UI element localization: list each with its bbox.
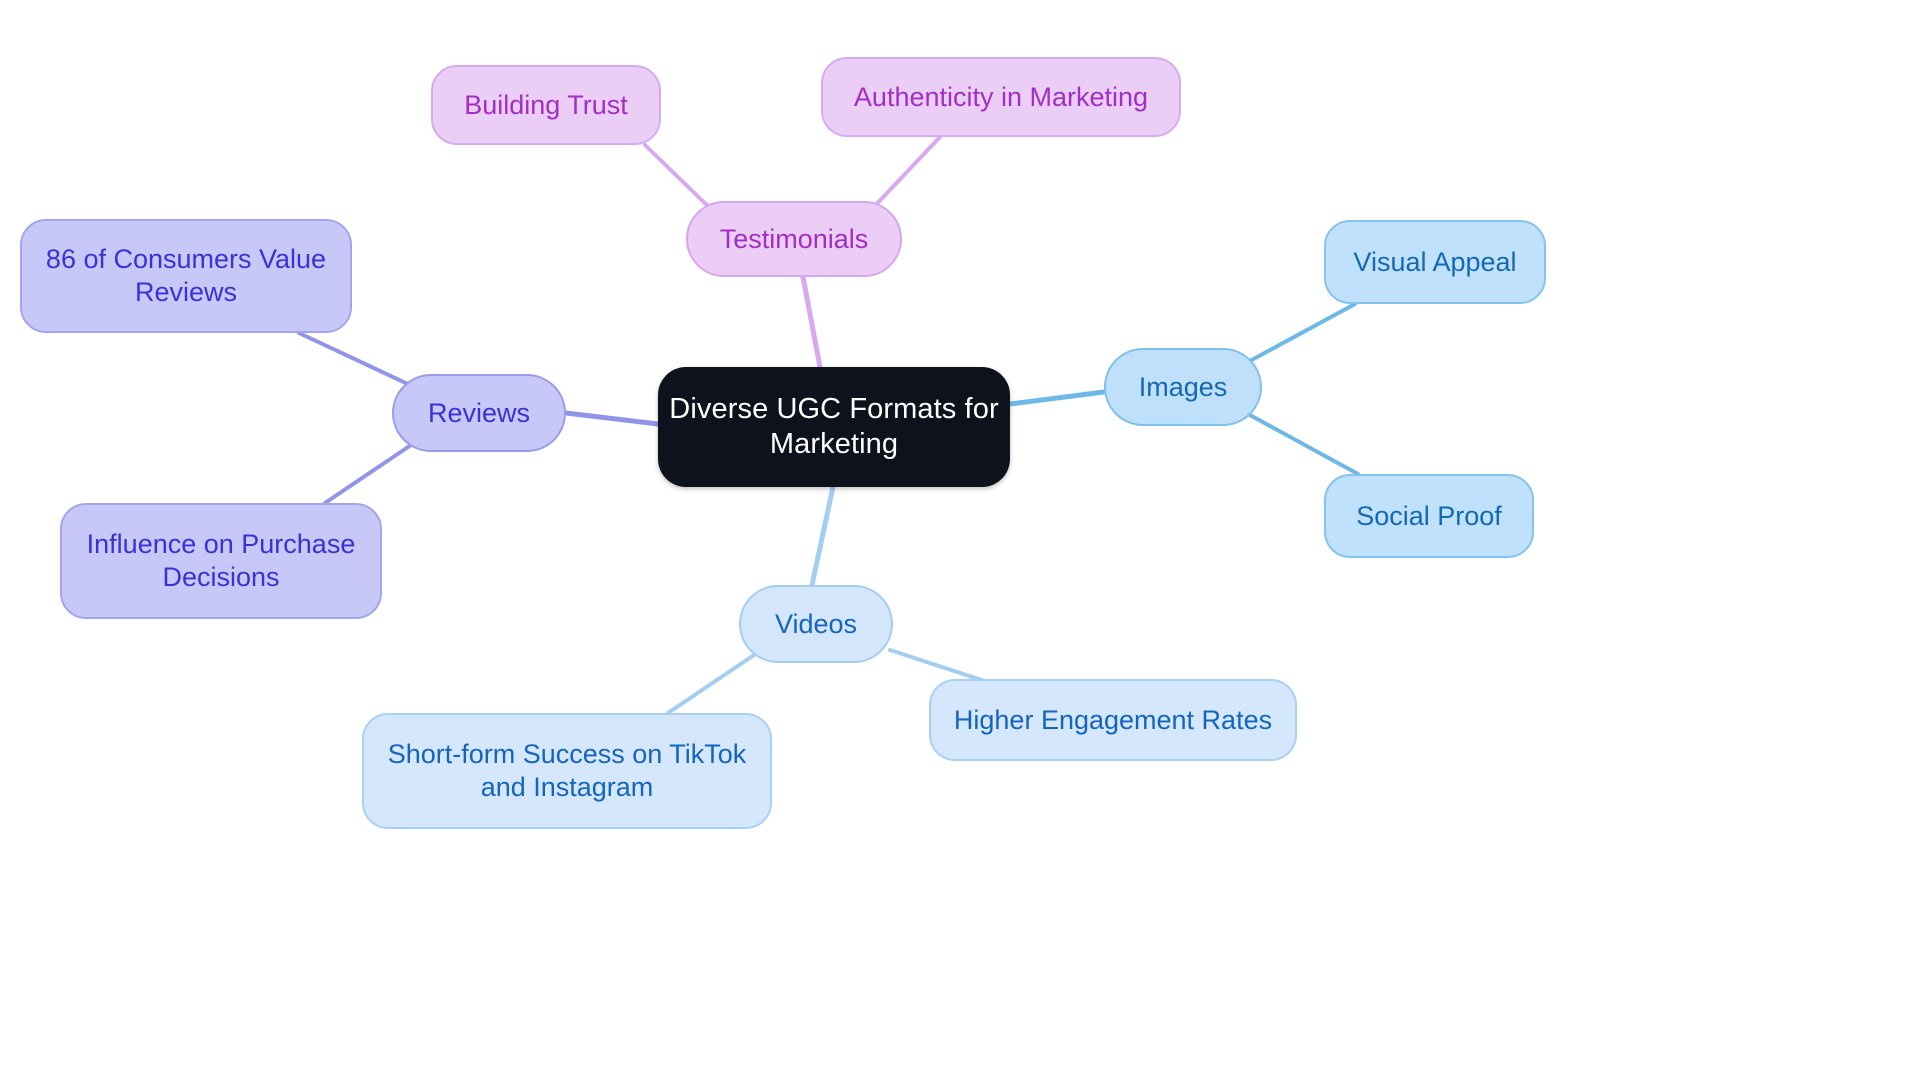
leaf-node-influence-purchase-decisions-label: Influence on Purchase Decisions [86, 529, 356, 592]
leaf-node-social-proof-label: Social Proof [1356, 500, 1502, 531]
leaf-node-social-proof[interactable]: Social Proof [1324, 474, 1534, 558]
leaf-node-authenticity-in-marketing[interactable]: Authenticity in Marketing [821, 57, 1181, 137]
leaf-node-building-trust[interactable]: Building Trust [431, 65, 661, 145]
branch-node-testimonials[interactable]: Testimonials [686, 201, 902, 277]
branch-node-images[interactable]: Images [1104, 348, 1262, 426]
leaf-node-visual-appeal[interactable]: Visual Appeal [1324, 220, 1546, 304]
root-node-diverse-ugc-formats[interactable]: Diverse UGC Formats for Marketing [658, 367, 1010, 487]
root-node-label: Diverse UGC Formats for Marketing [669, 392, 999, 460]
edge-test-authenticity [868, 135, 942, 213]
edge-root-testimonials [800, 274, 823, 370]
edge-root-videos [809, 484, 836, 588]
edge-root-reviews [563, 410, 661, 427]
leaf-node-short-form-success-label: Short-form Success on TikTok and Instagr… [387, 739, 747, 802]
branch-node-videos-label: Videos [774, 608, 858, 639]
edge-root-images [1007, 389, 1107, 407]
leaf-node-consumers-value-reviews-label: 86 of Consumers Value Reviews [45, 244, 327, 307]
edge-reviews-influence [323, 441, 416, 505]
branch-node-reviews[interactable]: Reviews [392, 374, 566, 452]
edge-images-visual [1246, 302, 1357, 364]
leaf-node-short-form-success[interactable]: Short-form Success on TikTok and Instagr… [362, 713, 772, 829]
branch-node-images-label: Images [1138, 371, 1228, 402]
leaf-node-higher-engagement-rates[interactable]: Higher Engagement Rates [929, 679, 1297, 761]
edge-images-social [1246, 412, 1360, 476]
edge-reviews-consumers [297, 331, 412, 387]
branch-node-videos[interactable]: Videos [739, 585, 893, 663]
leaf-node-visual-appeal-label: Visual Appeal [1353, 246, 1517, 277]
leaf-node-influence-purchase-decisions[interactable]: Influence on Purchase Decisions [60, 503, 382, 619]
branch-node-reviews-label: Reviews [427, 397, 531, 428]
branch-node-testimonials-label: Testimonials [719, 223, 869, 254]
leaf-node-building-trust-label: Building Trust [464, 89, 628, 120]
edge-videos-shortform [666, 651, 759, 715]
leaf-node-consumers-value-reviews[interactable]: 86 of Consumers Value Reviews [20, 219, 352, 333]
leaf-node-authenticity-in-marketing-label: Authenticity in Marketing [853, 81, 1149, 112]
leaf-node-higher-engagement-rates-label: Higher Engagement Rates [953, 704, 1273, 735]
edge-test-building [643, 143, 718, 216]
